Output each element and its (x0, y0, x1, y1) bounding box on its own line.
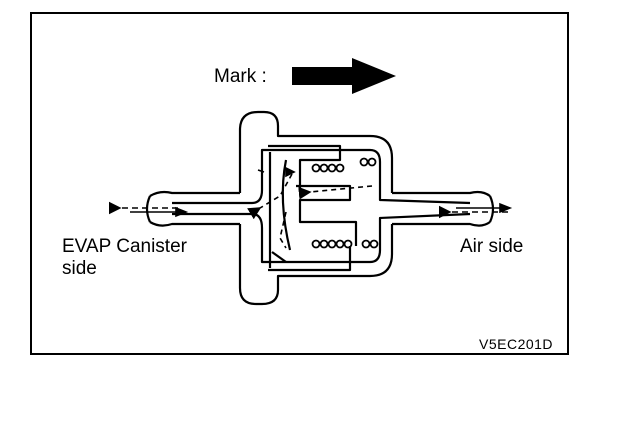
evap-label-line1: EVAP Canister (62, 236, 187, 257)
mark-label: Mark : (214, 66, 267, 87)
valve-body (145, 110, 495, 306)
air-side-label: Air side (460, 236, 524, 257)
spring-upper (311, 157, 377, 173)
right-arrow-icon (292, 58, 396, 94)
flow-arrows-solid (130, 166, 513, 218)
evap-canister-side-label: EVAP Canister side (62, 236, 187, 280)
evap-label-line2: side (62, 258, 97, 279)
figure-code: V5EC201D (479, 336, 554, 352)
figure-frame (30, 12, 569, 355)
spring-lower (311, 239, 379, 249)
flow-arrows (108, 173, 508, 249)
